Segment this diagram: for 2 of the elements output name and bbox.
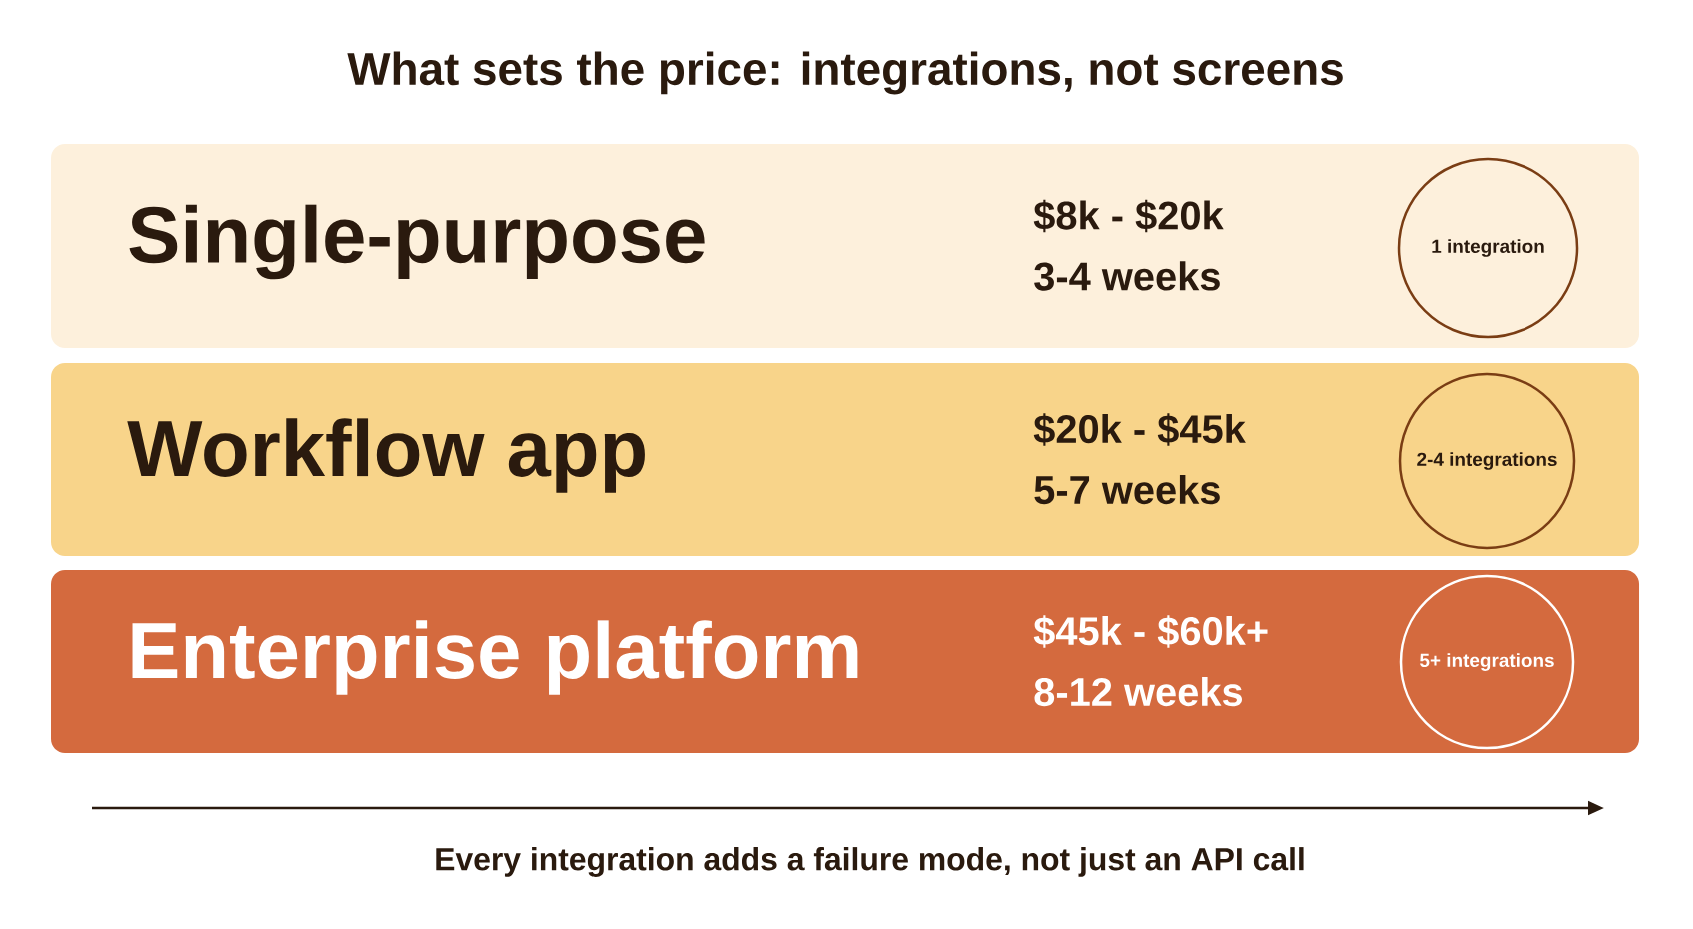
title: What sets the price: integrations, not screens bbox=[347, 51, 1343, 95]
caption: Every integration adds a failure mode, not just an API call bbox=[436, 847, 1304, 877]
